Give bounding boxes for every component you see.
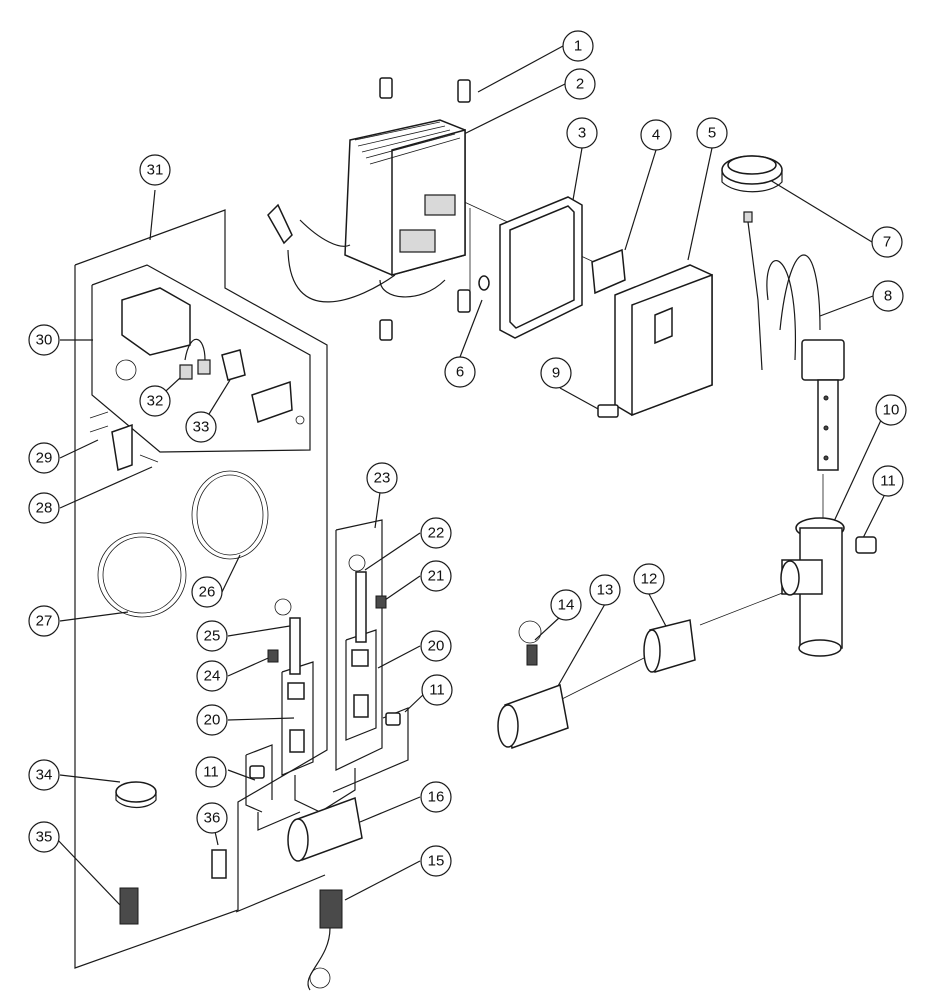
callout-25: 25 [196,620,228,652]
callout-4: 4 [640,119,672,151]
callout-16: 16 [420,781,452,813]
callout-36: 36 [196,802,228,834]
callout-32: 32 [139,385,171,417]
callout-13-label: 13 [597,582,614,599]
callout-16-label: 16 [428,789,445,806]
callout-10-label: 10 [883,402,900,419]
callout-26-label: 26 [199,584,216,601]
callout-30: 30 [28,324,60,356]
electrode-part-8 [743,211,845,471]
callout-30-label: 30 [36,332,53,349]
callout-15: 15 [420,845,452,877]
probe-parts [267,554,387,753]
callout-6-label: 6 [456,364,464,381]
callout-4-label: 4 [652,127,660,144]
tee-part-10 [780,517,845,657]
callout-22-label: 22 [428,525,445,542]
callout-31: 31 [139,154,171,186]
callout-33-label: 33 [193,419,210,436]
callout-26: 26 [191,576,223,608]
plug-part-11 [249,536,877,779]
cell-part-13 [497,683,569,750]
callout-24-label: 24 [204,668,221,685]
callout-12-label: 12 [641,571,658,588]
callout-33: 33 [185,411,217,443]
misc-parts-34-36 [115,781,227,925]
callout-5-label: 5 [708,125,716,142]
callout-20-right-label: 20 [428,638,445,655]
callout-34-label: 34 [36,767,53,784]
fitting-part-9 [597,404,619,418]
callout-35: 35 [28,821,60,853]
callout-27: 27 [28,605,60,637]
callout-11-left: 11 [195,756,227,788]
disc-part-6 [478,275,490,291]
callout-11-right-label: 11 [880,473,896,490]
callout-28-label: 28 [36,500,53,517]
board-part-4 [591,248,626,295]
callout-7-label: 7 [883,234,891,251]
callout-36-label: 36 [204,810,221,827]
callout-3: 3 [566,117,598,149]
callout-23-label: 23 [374,470,391,487]
pump-parts-30 [115,287,305,425]
clip-part-1 [379,77,471,341]
callout-9-label: 9 [552,365,560,382]
callout-5: 5 [696,117,728,149]
callout-11-left-label: 11 [203,764,219,781]
callout-10: 10 [875,394,907,426]
callout-9: 9 [540,357,572,389]
callout-2-label: 2 [576,76,584,93]
sleeve-part-12 [643,619,696,673]
callout-8: 8 [872,280,904,312]
callout-13: 13 [589,574,621,606]
callout-34: 34 [28,759,60,791]
callout-7: 7 [871,226,903,258]
callout-27-label: 27 [36,613,53,630]
callout-21: 21 [420,560,452,592]
callout-28: 28 [28,492,60,524]
cover-part-5 [614,264,713,417]
callout-20-right: 20 [420,630,452,662]
callout-14-label: 14 [558,597,575,614]
callout-2: 2 [564,68,596,100]
bracket-part-28-29 [89,411,159,472]
sensor-part-14 [518,620,542,666]
callout-25-label: 25 [204,628,221,645]
callout-14: 14 [550,589,582,621]
callout-6: 6 [444,356,476,388]
callout-20-left-label: 20 [204,712,221,729]
callout-29: 29 [28,442,60,474]
callout-29-label: 29 [36,450,53,467]
callout-20-left: 20 [196,704,228,736]
callout-11-middle-label: 11 [429,682,445,699]
gasket-part-3 [499,196,583,339]
callout-24: 24 [196,660,228,692]
ring-nut-part-7 [721,155,783,193]
callout-21-label: 21 [428,568,445,585]
callout-11-middle: 11 [421,674,453,706]
control-box-part-2 [267,119,466,303]
callout-3-label: 3 [578,125,586,142]
callout-32-label: 32 [147,393,164,410]
callout-15-label: 15 [428,853,445,870]
callout-12: 12 [633,563,665,595]
callout-1-label: 1 [574,38,582,55]
flow-switch-part-15 [307,889,343,991]
callout-31-label: 31 [147,162,164,179]
callout-8-label: 8 [884,288,892,305]
callout-35-label: 35 [36,829,53,846]
callout-23: 23 [366,462,398,494]
callout-22: 22 [420,517,452,549]
callout-1: 1 [562,30,594,62]
cell-part-16 [287,796,363,862]
callout-11-right: 11 [872,465,904,497]
tube-coils [97,470,269,618]
leader-lines [54,45,885,906]
